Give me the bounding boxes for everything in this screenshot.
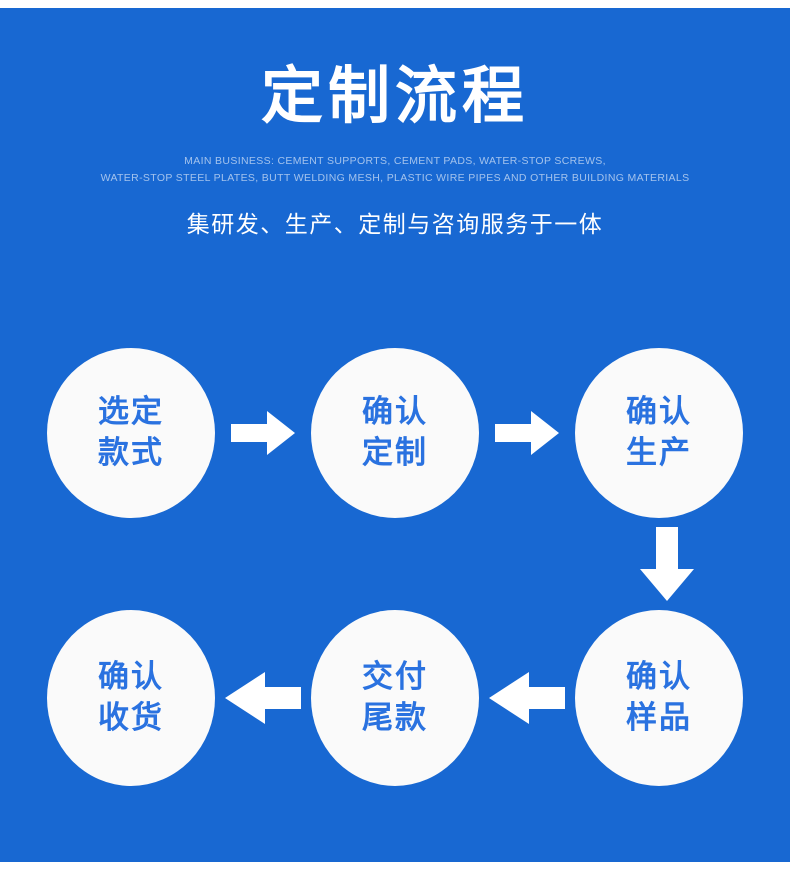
page-title: 定制流程 <box>260 62 529 131</box>
process-step-select-style[interactable]: 选定 款式 <box>47 348 215 518</box>
arrow-left-icon <box>489 672 565 724</box>
step-label-line-1: 确认 <box>626 394 692 430</box>
connector-slot-1 <box>215 411 311 455</box>
step-label-line-1: 交付 <box>362 659 428 695</box>
step-label-line-2: 样品 <box>626 700 692 735</box>
arrow-right-icon <box>495 411 559 455</box>
process-step-confirm-custom[interactable]: 确认 定制 <box>311 348 479 518</box>
step-label-line-2: 收货 <box>98 700 164 735</box>
chinese-subtitle: 集研发、生产、定制与咨询服务于一体 <box>186 210 604 237</box>
step-label-line-2: 定制 <box>362 435 428 470</box>
english-subtitle: MAIN BUSINESS: CEMENT SUPPORTS, CEMENT P… <box>0 131 790 187</box>
process-step-confirm-production[interactable]: 确认 生产 <box>575 348 743 518</box>
step-label-line-1: 选定 <box>98 394 164 430</box>
process-step-confirm-receipt[interactable]: 确认 收货 <box>47 610 215 786</box>
process-row-top: 选定 款式 确认 定制 确认 生产 <box>0 348 790 518</box>
process-step-final-payment[interactable]: 交付 尾款 <box>311 610 479 786</box>
step-label-line-2: 款式 <box>98 435 164 470</box>
arrow-left-icon <box>225 672 301 724</box>
step-label-line-2: 尾款 <box>362 700 428 735</box>
connector-slot-3 <box>479 672 575 724</box>
process-step-confirm-sample[interactable]: 确认 样品 <box>575 610 743 786</box>
poster-header: 定制流程 MAIN BUSINESS: CEMENT SUPPORTS, CEM… <box>0 8 790 239</box>
process-row-bottom: 确认 收货 交付 尾款 确认 样品 <box>0 610 790 786</box>
step-label-line-1: 确认 <box>98 659 164 695</box>
step-label-line-1: 确认 <box>626 659 692 695</box>
step-label-line-2: 生产 <box>626 435 692 470</box>
connector-slot-2 <box>479 411 575 455</box>
connector-slot-4 <box>215 672 311 724</box>
english-subtitle-line-1: MAIN BUSINESS: CEMENT SUPPORTS, CEMENT P… <box>184 154 606 167</box>
step-label-line-1: 确认 <box>362 394 428 430</box>
english-subtitle-line-2: WATER-STOP STEEL PLATES, BUTT WELDING ME… <box>100 171 690 184</box>
arrow-right-icon <box>231 411 295 455</box>
